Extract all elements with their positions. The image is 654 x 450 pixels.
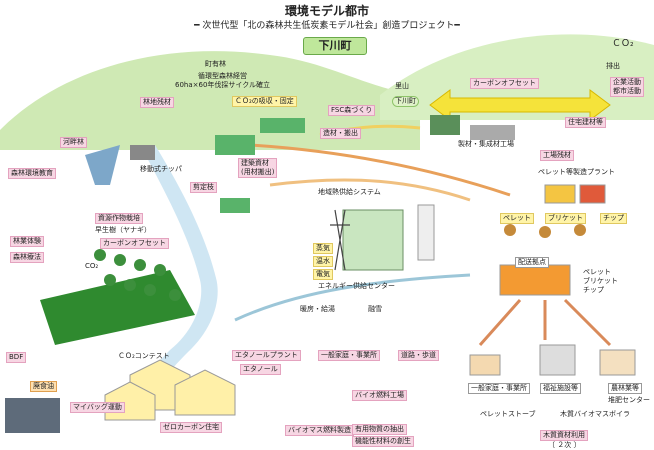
ethanol-plant-label: エタノールプラント xyxy=(232,350,301,361)
carbon-offset-mid-label: カーボンオフセット xyxy=(100,238,169,249)
forest-cycle-label: 循環型森林経営 60ha×60年伐採サイクル確立 xyxy=(175,72,271,89)
flow-arrow-blue xyxy=(234,273,471,322)
forest-exp-label: 林業体験 xyxy=(10,236,44,247)
riverside-label: 河畔林 xyxy=(60,137,87,148)
delivery-items-label: ペレット ブリケット チップ xyxy=(583,268,618,294)
zero-carbon-house-label: ゼロカーボン住宅 xyxy=(160,422,222,433)
co2-emission-label: 排出 xyxy=(606,62,620,70)
power-pylon xyxy=(330,209,350,271)
my-bag-label: マイバッグ運動 xyxy=(70,402,125,413)
waste-truck xyxy=(5,398,60,433)
flow-arrow-brown-3 xyxy=(563,298,612,347)
flow-arrow-orange-2 xyxy=(269,178,471,202)
wood-use-title-label: 木質資材利用 xyxy=(540,430,588,441)
chip-label: チップ xyxy=(600,213,627,224)
lumber-label: 建築資材 (用材搬出) xyxy=(238,158,278,178)
forest-label: 町有林 xyxy=(205,60,226,68)
road-melt-label: 道路・歩道 xyxy=(398,350,439,361)
agri-label: 農林業等 xyxy=(608,383,642,394)
biomass-boiler-label: バイオマス燃料製造 xyxy=(285,425,354,436)
co2-contest-label: ＣＯ₂コンテスト xyxy=(118,352,170,360)
energy-center-building xyxy=(342,209,404,271)
heat-electric-label: 電気 xyxy=(313,269,333,280)
pellet-stove-label: ペレットストーブ xyxy=(480,410,536,418)
residential-wood-label: 住宅建材等 xyxy=(565,117,606,128)
page-title: 環境モデル都市 xyxy=(284,4,369,18)
pellet-plant-label: ペレット等製造プラント xyxy=(538,168,615,176)
delivery-label: 配送拠点 xyxy=(515,257,549,268)
ethanol-label: エタノール xyxy=(240,364,281,375)
carbon-offset-top-label: カーボンオフセット xyxy=(470,78,539,89)
wood-use-1-label: 有用物質の抽出 xyxy=(352,424,407,435)
energy-system-label: 地域熱供給システム xyxy=(318,188,381,196)
page-subtitle: ━ 次世代型「北の森林共生低炭素モデル社会」創造プロジェクト━ xyxy=(194,21,460,31)
pruned-label: 剪定枝 xyxy=(190,182,217,193)
heating-hot-water-label: 暖房・給湯 xyxy=(300,305,335,313)
companies-label: 企業活動 都市活動 xyxy=(610,77,644,97)
home-office-label: 一般家庭・事業所 xyxy=(318,350,380,361)
snow-melt-label: 融雪 xyxy=(368,305,382,313)
fsc-label: FSC森づくり xyxy=(328,105,376,116)
wood-boiler-label: 木質バイオマスボイラ xyxy=(560,410,630,418)
waste-oil-label: 廃食油 xyxy=(30,381,57,392)
left-hill xyxy=(0,51,420,150)
forest-edu-label: 森林環境教育 xyxy=(8,168,56,179)
town-name-banner: 下川町 xyxy=(303,37,367,55)
energy-center-label: エネルギー供給センター xyxy=(318,282,395,290)
forest-therapy-label: 森林療法 xyxy=(10,252,44,263)
bdf-label: BDF xyxy=(6,352,27,363)
co2-label: ＣＯ₂ xyxy=(612,39,634,49)
chipper-label: 移動式チッパ xyxy=(140,165,182,173)
satoyama-label: 里山 xyxy=(395,82,409,90)
flow-arrow-brown-1 xyxy=(478,299,522,346)
river xyxy=(135,145,218,400)
crop-field xyxy=(40,270,195,345)
welfare-label: 福祉施設等 xyxy=(540,383,581,394)
wood-use-sub-label: 〔 ２次 〕 xyxy=(548,441,581,449)
wood-use-2-label: 機能性材料の創生 xyxy=(352,436,414,447)
thinning-label: 林地残材 xyxy=(140,97,174,108)
thinning-out-label: 造材・搬出 xyxy=(320,128,361,139)
willow-label: 早生樹（ヤナギ） xyxy=(95,226,151,234)
heat-water-label: 温水 xyxy=(313,256,333,267)
biomass-plant-label: バイオ燃料工場 xyxy=(352,390,407,401)
river-mouth xyxy=(85,145,120,185)
carbon-offset-arrow xyxy=(429,89,611,121)
co2-small-label: CO₂ xyxy=(85,262,99,270)
processing-label: 製材・集成材工場 xyxy=(458,140,514,148)
briquette-label: ブリケット xyxy=(545,213,586,224)
pellet-label: ペレット xyxy=(500,213,534,224)
factory-chips-label: 工場残材 xyxy=(540,150,574,161)
flow-arrow-orange-1 xyxy=(249,143,511,197)
home2-label: 一般家庭・事業所 xyxy=(468,383,530,394)
shimokawa-circle-label: 下川町 xyxy=(392,96,419,107)
greenhouse-label: 堆肥センター xyxy=(608,396,650,404)
resource-crops-label: 資源作物栽培 xyxy=(95,213,143,224)
co2-absorb-label: ＣＯ₂の吸収・固定 xyxy=(232,96,297,107)
heat-steam-label: 蒸気 xyxy=(313,243,333,254)
